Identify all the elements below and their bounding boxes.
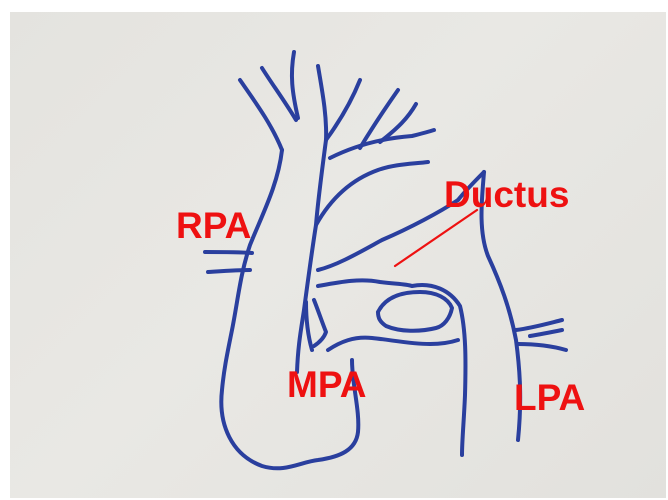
ductus-lower-wall: [318, 200, 458, 270]
mpa-loop: [318, 280, 412, 286]
head-vessel-branch-4: [292, 52, 298, 118]
mpa-inner-notch: [314, 300, 326, 346]
rpa-branch-2: [208, 270, 250, 272]
mpa-lower-wall: [328, 338, 458, 350]
rpa-branch-1: [205, 252, 252, 253]
lpa-branch-3: [530, 330, 562, 336]
lpa-branch-2: [518, 344, 566, 350]
arch-inner-curve: [316, 162, 428, 225]
lpa-branch-1: [516, 320, 562, 330]
label-rpa: RPA: [176, 207, 251, 244]
label-mpa: MPA: [287, 366, 366, 403]
mpa-inner-notch-2: [306, 302, 312, 350]
label-ductus: Ductus: [444, 176, 569, 213]
aortic-arch-upper: [330, 130, 434, 158]
descending-aorta-left: [412, 285, 465, 455]
label-lpa: LPA: [514, 379, 585, 416]
head-vessel-branch-2: [318, 66, 326, 140]
mpa-upper-pouch: [378, 292, 452, 331]
head-vessel-branch-5: [326, 80, 360, 140]
ductus-pointer-line: [395, 210, 477, 266]
